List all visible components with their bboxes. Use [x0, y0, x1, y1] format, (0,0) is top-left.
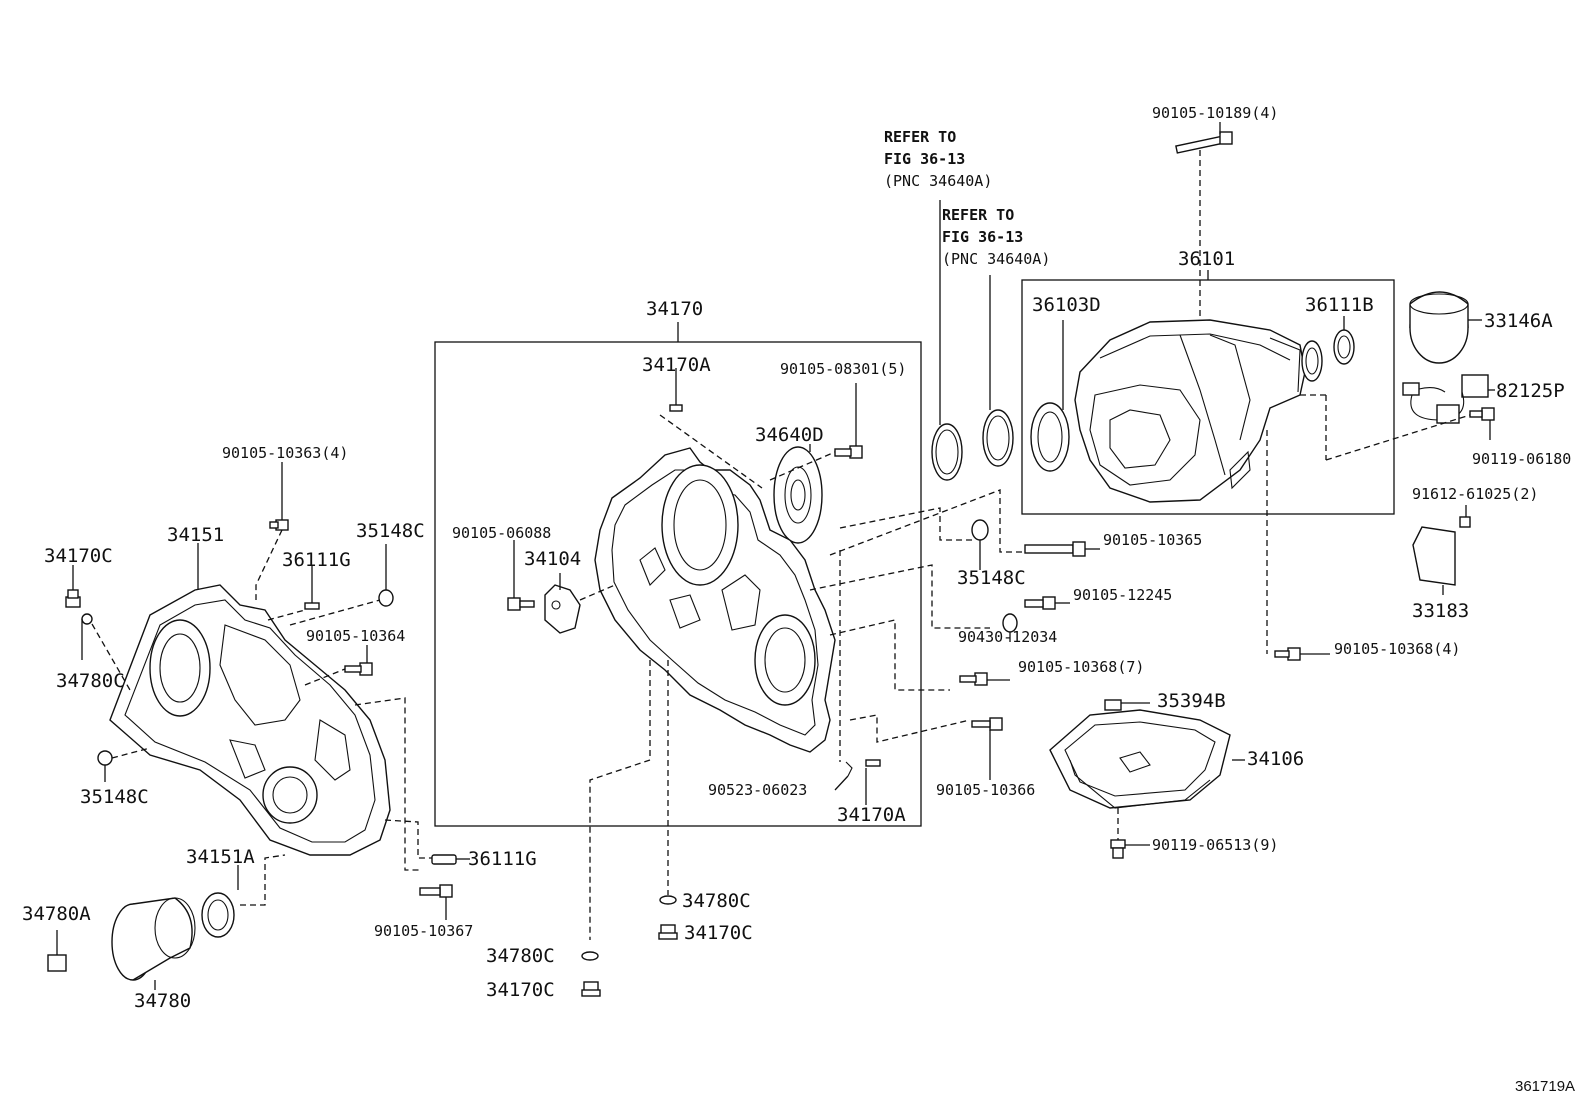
refer-note-b-line3: (PNC 34640A): [942, 250, 1051, 268]
label-33183: 33183: [1412, 600, 1470, 622]
label-36101: 36101: [1178, 248, 1236, 270]
label-36111b: 36111B: [1305, 294, 1374, 316]
label-90105-10368-4: 90105-10368(4): [1334, 640, 1461, 658]
label-90105-10189: 90105-10189(4): [1152, 104, 1279, 122]
rear-cover-drawing: [594, 447, 836, 753]
label-34780c-left: 34780C: [56, 670, 125, 692]
label-35148c-left: 35148C: [80, 786, 149, 808]
label-35148c-top: 35148C: [356, 520, 425, 542]
label-82125p: 82125P: [1496, 380, 1565, 402]
label-34151a: 34151A: [186, 846, 255, 868]
label-90105-06088: 90105-06088: [452, 524, 552, 542]
sensor-82125p: [1402, 374, 1489, 424]
flange-34780: [111, 897, 196, 981]
oil-seal-36103d: [1030, 402, 1070, 472]
label-91612-61025: 91612-61025(2): [1412, 485, 1539, 503]
refer-note-b-line1: REFER TO: [942, 206, 1015, 224]
plug-35148c-mid: [971, 519, 989, 541]
o-ring-b: [982, 409, 1014, 467]
label-34170c-low: 34170C: [486, 979, 555, 1001]
label-90105-10364: 90105-10364: [306, 627, 406, 645]
label-90119-06513: 90119-06513(9): [1152, 836, 1279, 854]
label-36111g-bottom: 36111G: [468, 848, 537, 870]
bracket-33183: [1412, 526, 1456, 586]
label-34104: 34104: [524, 548, 582, 570]
label-90119-06180: 90119-06180: [1472, 450, 1572, 468]
label-90105-10365: 90105-10365: [1103, 531, 1203, 549]
bolt-90105-10189: [1175, 131, 1233, 154]
refer-note-a-line1: REFER TO: [884, 128, 957, 146]
label-34170a-bottom: 34170A: [837, 804, 906, 826]
refer-note-a-line2: FIG 36-13: [884, 150, 966, 168]
label-33146a: 33146A: [1484, 310, 1553, 332]
label-36111g-top: 36111G: [282, 549, 351, 571]
transfer-case-34151: [109, 584, 391, 856]
refer-note-b-line2: FIG 36-13: [942, 228, 1024, 246]
label-34170c-mid: 34170C: [684, 922, 753, 944]
label-90430-12034: 90430-12034: [958, 628, 1058, 646]
seal-plate-34640d: [773, 446, 823, 544]
label-34780c-low: 34780C: [486, 945, 555, 967]
dust-cover-33146a: [1409, 291, 1469, 364]
label-34780c-mid: 34780C: [682, 890, 751, 912]
label-34170: 34170: [646, 298, 704, 320]
refer-note-a-line3: (PNC 34640A): [884, 172, 993, 190]
label-35394b: 35394B: [1157, 690, 1226, 712]
label-34151: 34151: [167, 524, 225, 546]
oil-pan-34106: [1049, 709, 1231, 809]
label-90105-10366: 90105-10366: [936, 781, 1036, 799]
label-90105-10368-7: 90105-10368(7): [1018, 658, 1145, 676]
label-90105-10367: 90105-10367: [374, 922, 474, 940]
label-90105-12245: 90105-12245: [1073, 586, 1173, 604]
extension-housing-drawing: [1074, 319, 1323, 503]
label-34106: 34106: [1247, 748, 1305, 770]
figure-id: 361719A: [1515, 1078, 1576, 1095]
label-34170c-left: 34170C: [44, 545, 113, 567]
label-35148c-mid: 35148C: [957, 567, 1026, 589]
label-34640d: 34640D: [755, 424, 824, 446]
refer-note-a: REFER TO FIG 36-13 (PNC 34640A): [884, 126, 992, 192]
nut-34780a: [47, 954, 67, 972]
plate-34104: [544, 584, 581, 634]
label-34780a: 34780A: [22, 903, 91, 925]
oil-seal-36111b: [1333, 329, 1355, 365]
label-34780: 34780: [134, 990, 192, 1012]
label-90105-10363: 90105-10363(4): [222, 444, 349, 462]
refer-note-b: REFER TO FIG 36-13 (PNC 34640A): [942, 204, 1050, 270]
o-ring-a: [931, 423, 963, 481]
label-90105-08301: 90105-08301(5): [780, 360, 907, 378]
oil-seal-34151a: [201, 892, 235, 938]
label-34170a-top: 34170A: [642, 354, 711, 376]
label-90523-06023: 90523-06023: [708, 781, 808, 799]
label-36103d: 36103D: [1032, 294, 1101, 316]
